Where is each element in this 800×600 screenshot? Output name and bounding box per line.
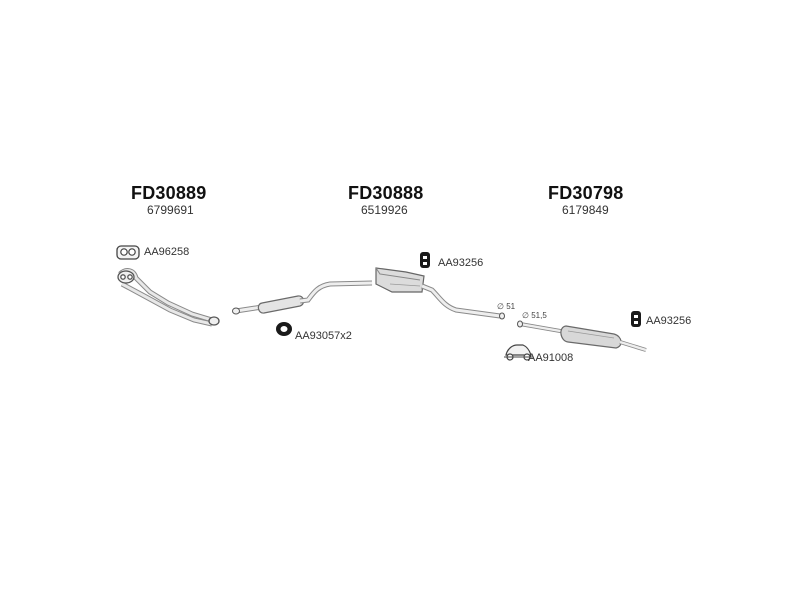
gasket-part-number: AA96258 (144, 246, 190, 258)
clamp-icon (276, 322, 292, 336)
clamp-quantity: x2 (340, 330, 352, 342)
front-gasket-icon (116, 245, 140, 260)
mid-hanger-part-number: AA93256 (438, 257, 484, 269)
oem-number-front-pipe: 6799691 (147, 203, 194, 217)
oem-number-center-section: 6519926 (361, 203, 408, 217)
rear-hanger-icon (631, 311, 641, 327)
part-code-front-pipe: FD30889 (131, 183, 207, 203)
front-pipe-part (117, 268, 220, 327)
mid-hanger-icon (420, 252, 430, 268)
clamp-part-code: AA93057 (295, 330, 341, 342)
part-code-center-section: FD30888 (348, 183, 424, 203)
oem-number-rear-silencer: 6179849 (562, 203, 609, 217)
rear-silencer-part (517, 320, 647, 352)
mid-pipe-diameter: ∅ 51 (497, 302, 516, 311)
rear-pipe-diameter: ∅ 51,5 (522, 311, 547, 320)
rear-hanger-part-number: AA93256 (646, 315, 692, 327)
part-code-rear-silencer: FD30798 (548, 183, 624, 203)
center-section-part (232, 267, 505, 320)
mounting-kit-icon (504, 344, 533, 361)
clamp-part-number: AA93057x2 (295, 330, 352, 342)
mounting-kit-part-number: AA91008 (528, 352, 574, 364)
